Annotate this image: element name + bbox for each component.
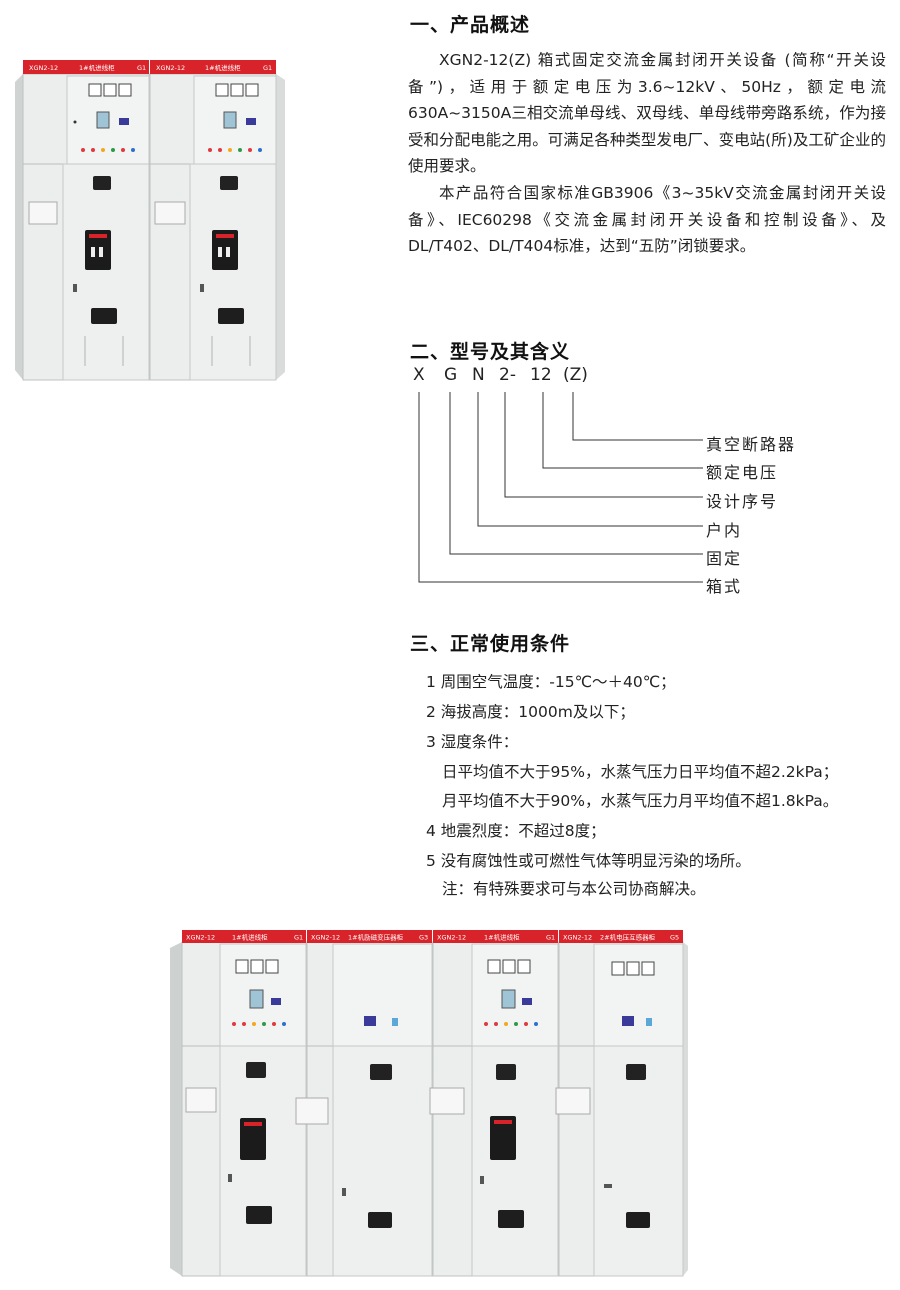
- meaning-rated-voltage: 额定电压: [706, 463, 779, 482]
- cabinet-name-label: 2#机电压互感器柜: [600, 933, 656, 942]
- cabinet-model-label: XGN2-12: [156, 64, 185, 72]
- cabinet-name-label: 1#机励磁变压器柜: [348, 933, 404, 942]
- meaning-indoor: 户内: [706, 521, 743, 540]
- overview-paragraph-2: 本产品符合国家标准GB3906《3~35kV交流金属封闭开关设备》、IEC602…: [408, 184, 886, 255]
- bottom-switchgear-photo: XGN2-12 1#机进线柜 G1 XGN2-12 1#机励磁变压器柜 G3 X…: [170, 930, 688, 1277]
- model-letter-g: G: [444, 365, 458, 385]
- meaning-box-type: 箱式: [706, 577, 743, 596]
- cabinet-model-label: XGN2-12: [186, 934, 215, 942]
- cabinet-model-label: XGN2-12: [29, 64, 58, 72]
- section-title-model: 二、型号及其含义: [410, 341, 571, 363]
- section-title-overview: 一、产品概述: [410, 14, 531, 36]
- model-design-number: 2-: [499, 365, 516, 385]
- model-letter-n: N: [472, 365, 485, 385]
- model-rated-voltage: 12: [530, 365, 552, 385]
- cabinet-code-label: G5: [670, 934, 679, 942]
- cabinet-name-label: 1#机进线柜: [484, 933, 520, 942]
- condition-environment: 5 没有腐蚀性或可燃性气体等明显污染的场所。: [426, 852, 751, 870]
- cabinet-code-label: G1: [546, 934, 555, 942]
- model-connector-lines: [418, 392, 703, 583]
- top-switchgear-photo: XGN2-12 1#机进线柜 G1 XGN2-12 1#机进线柜 G1: [15, 60, 285, 381]
- meaning-design-number: 设计序号: [706, 492, 779, 511]
- condition-note: 注：有特殊要求可与本公司协商解决。: [442, 880, 706, 898]
- cabinet-model-label: XGN2-12: [437, 934, 466, 942]
- cabinet-code-label: G1: [137, 64, 146, 72]
- cabinet-name-label: 1#机进线柜: [205, 63, 241, 72]
- condition-humidity-monthly: 月平均值不大于90%，水蒸气压力月平均值不超1.8kPa。: [442, 792, 839, 810]
- condition-humidity-daily: 日平均值不大于95%，水蒸气压力日平均值不超2.2kPa；: [442, 763, 839, 781]
- cabinet-model-label: XGN2-12: [311, 934, 340, 942]
- condition-altitude: 2 海拔高度：1000m及以下；: [426, 703, 635, 721]
- cabinet-code-label: G1: [263, 64, 272, 72]
- cabinet-name-label: 1#机进线柜: [79, 63, 115, 72]
- model-breaker-code: (Z): [563, 365, 588, 385]
- cabinet-model-label: XGN2-12: [563, 934, 592, 942]
- condition-humidity: 3 湿度条件：: [426, 733, 519, 751]
- section-title-conditions: 三、正常使用条件: [410, 633, 571, 655]
- condition-temperature: 1 周围空气温度：-15℃～＋40℃；: [426, 673, 676, 691]
- cabinet-code-label: G1: [294, 934, 303, 942]
- meaning-fixed: 固定: [706, 549, 743, 568]
- meaning-vacuum-breaker: 真空断路器: [706, 435, 797, 454]
- condition-seismic: 4 地震烈度：不超过8度；: [426, 822, 606, 840]
- model-letter-x: X: [413, 365, 425, 385]
- overview-paragraph-1: XGN2-12(Z) 箱式固定交流金属封闭开关设备 (简称“开关设备”)，适用于…: [408, 51, 886, 175]
- cabinet-code-label: G3: [419, 934, 428, 942]
- cabinet-name-label: 1#机进线柜: [232, 933, 268, 942]
